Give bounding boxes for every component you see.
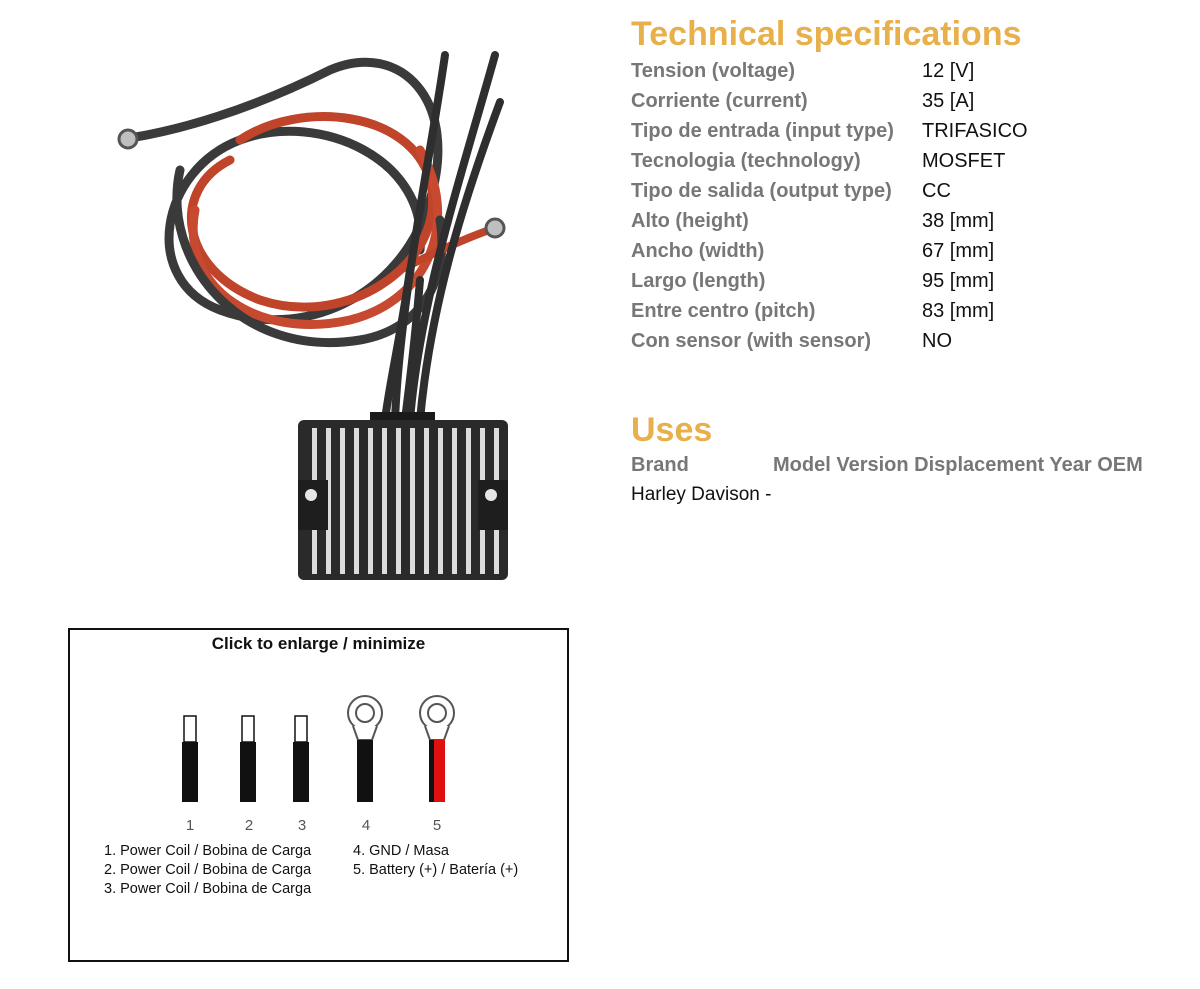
- specs-section: Technical specifications Tension (voltag…: [631, 14, 1191, 356]
- spec-row: Tension (voltage) 12 [V]: [631, 56, 1028, 86]
- legend-left: 1. Power Coil / Bobina de Carga 2. Power…: [104, 842, 311, 899]
- spec-label: Tipo de salida (output type): [631, 179, 892, 202]
- product-photo: [100, 40, 560, 600]
- spec-row: Largo (length) 95 [mm]: [631, 266, 1028, 296]
- wiring-diagram[interactable]: Click to enlarge / minimize: [68, 628, 569, 962]
- spec-value: 67 [mm]: [922, 239, 995, 262]
- legend-item-5: 5. Battery (+) / Batería (+): [353, 862, 519, 878]
- spec-row: Con sensor (with sensor) NO: [631, 326, 1028, 356]
- spec-value: 83 [mm]: [922, 299, 995, 322]
- spec-value: 12 [V]: [922, 59, 975, 82]
- spec-row: Tecnologia (technology) MOSFET: [631, 146, 1028, 176]
- terminal-1: [182, 715, 198, 802]
- spec-row: Tipo de salida (output type) CC: [631, 176, 1028, 206]
- spec-label: Largo (length): [631, 269, 766, 292]
- uses-data-row: Harley Davison -: [631, 484, 772, 505]
- spec-row: Tipo de entrada (input type) TRIFASICO: [631, 116, 1028, 146]
- spec-row: Alto (height) 38 [mm]: [631, 206, 1028, 236]
- spec-label: Tipo de entrada (input type): [631, 119, 894, 142]
- legend-item-3: 3. Power Coil / Bobina de Carga: [104, 881, 312, 897]
- legend-item-4: 4. GND / Masa: [353, 843, 449, 859]
- spec-row: Ancho (width) 67 [mm]: [631, 236, 1028, 266]
- pin-number-5: 5: [433, 817, 441, 834]
- uses-section: Uses Brand Model Version Displacement Ye…: [631, 410, 1191, 510]
- pin-number-2: 2: [245, 817, 253, 834]
- uses-header-row: Brand Model Version Displacement Year OE…: [631, 450, 1191, 480]
- uses-header-rest: Model Version Displacement Year OEM: [773, 453, 1143, 476]
- terminal-5: [419, 695, 455, 802]
- spec-value: NO: [922, 329, 952, 352]
- specs-title: Technical specifications: [631, 15, 1022, 53]
- terminal-3: [293, 715, 309, 802]
- spec-label: Entre centro (pitch): [631, 299, 816, 322]
- legend-item-2: 2. Power Coil / Bobina de Carga: [104, 862, 312, 878]
- legend-item-1: 1. Power Coil / Bobina de Carga: [104, 843, 312, 859]
- pin-number-4: 4: [362, 817, 370, 834]
- pin-number-1: 1: [186, 817, 194, 834]
- terminal-2: [240, 715, 256, 802]
- pin-number-3: 3: [298, 817, 306, 834]
- diagram-caption[interactable]: Click to enlarge / minimize: [211, 634, 426, 653]
- legend-right: 4. GND / Masa 5. Battery (+) / Batería (…: [353, 842, 518, 880]
- spec-label: Alto (height): [631, 209, 749, 232]
- spec-value: 95 [mm]: [922, 269, 995, 292]
- spec-value: 35 [A]: [922, 89, 975, 112]
- terminal-4: [347, 695, 383, 802]
- specs-table: Tension (voltage) 12 [V] Corriente (curren…: [631, 56, 1028, 356]
- spec-value: CC: [922, 179, 951, 202]
- spec-value: 38 [mm]: [922, 209, 995, 232]
- spec-label: Corriente (current): [631, 89, 808, 112]
- spec-value: TRIFASICO: [922, 119, 1028, 142]
- spec-label: Tension (voltage): [631, 59, 796, 82]
- spec-row: Corriente (current) 35 [A]: [631, 86, 1028, 116]
- spec-label: Con sensor (with sensor): [631, 329, 872, 352]
- spec-label: Tecnologia (technology): [631, 149, 861, 172]
- uses-title: Uses: [631, 411, 713, 449]
- spec-row: Entre centro (pitch) 83 [mm]: [631, 296, 1028, 326]
- uses-header-brand: Brand: [631, 453, 689, 476]
- spec-value: MOSFET: [922, 149, 1006, 172]
- spec-label: Ancho (width): [631, 239, 765, 262]
- wiring-diagram-graphic: 1 2 3 4 5: [182, 695, 455, 834]
